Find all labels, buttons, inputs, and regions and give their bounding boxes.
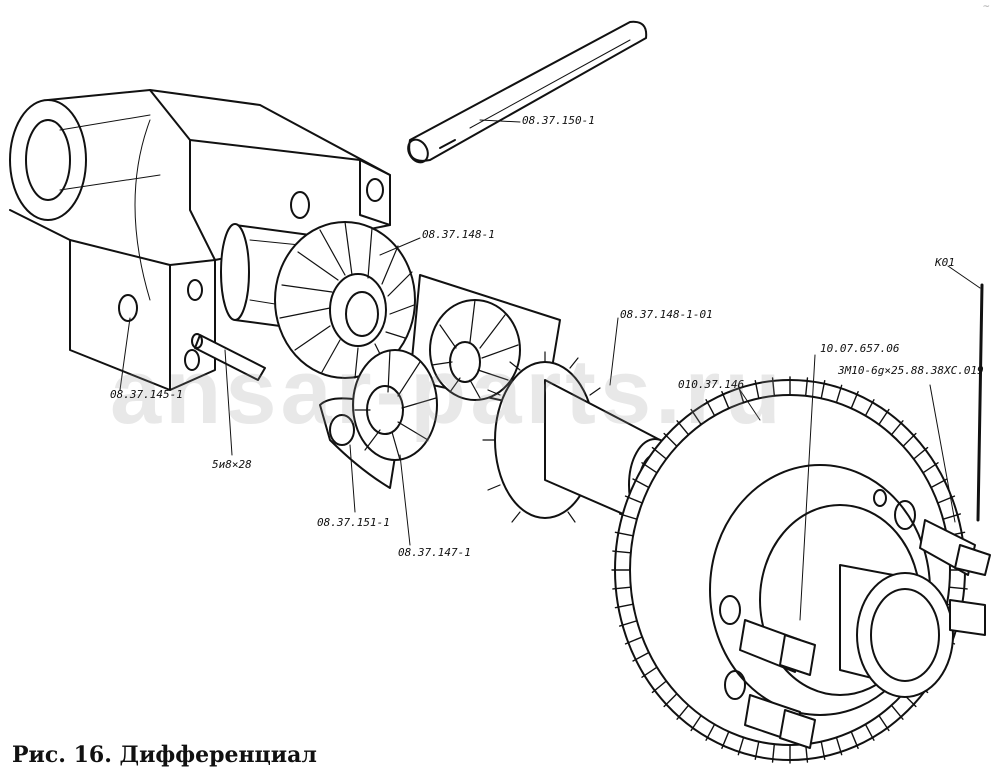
pin-drawing [407,20,648,164]
ring-gear-tooth [614,603,634,609]
ring-gear-tooth [641,462,658,474]
label-side-gear: 08.37.147-1 [398,546,471,559]
ring-gear-tooth [850,730,859,750]
label-housing: 08.37.145-1 [110,388,183,401]
satellite-gear-2-drawing [429,299,521,401]
ring-gear-tooth [942,513,962,520]
ring-gear-tooth [651,446,668,460]
label-pin: 08.37.150-1 [522,114,595,127]
ring-gear-tooth [721,730,730,750]
side-gear-drawing [352,349,438,461]
ring-gear-tooth [676,420,690,436]
ring-gear-tooth [690,408,702,426]
leader-lines [119,119,981,621]
ring-gear-tooth [676,704,690,720]
label-wire: К01 [935,256,955,269]
ring-gear-tooth [835,736,843,756]
label-ring-gear: 10.07.657.06 [820,342,900,355]
ring-gear-tooth [737,736,745,756]
ring-gear-tooth [864,723,875,741]
ring-gear-tooth [890,704,904,720]
small-pin-drawing [191,333,266,381]
ring-gear-tooth [721,390,730,410]
ring-gear-tooth [737,384,745,404]
corner-mark: ~ [982,2,990,12]
ring-gear-tooth [690,714,702,732]
ring-gear-tooth [618,620,638,627]
ring-gear-tooth [922,462,939,474]
ring-gear-tooth [771,743,776,763]
ring-gear-tooth [890,420,904,436]
ring-gear-tooth [612,550,632,554]
ring-gear-tooth [835,384,843,404]
ring-gear-tooth [663,432,678,447]
ring-gear-tooth [632,651,650,662]
ring-gear-tooth [651,680,668,694]
wire-drawing [976,283,984,522]
ring-gear-tooth [937,495,956,504]
ring-gear-tooth [618,513,638,520]
ring-gear-tooth [850,390,859,410]
ring-gear-tooth [820,740,826,760]
ring-gear-tooth [864,399,875,417]
ring-gear-tooth [705,399,716,417]
ring-gear-tooth [612,586,632,590]
ring-gear-tooth [641,666,658,678]
label-satellite-gear: 08.37.148-1 [422,228,495,241]
ring-gear-tooth [820,380,826,400]
label-satellite-gear-2: 08.37.148-1-01 [620,308,713,321]
ring-gear-tooth [878,714,890,732]
bolts-drawing [739,519,991,749]
ring-gear-tooth [624,495,643,504]
ring-gear-tooth [878,408,890,426]
ring-hub-drawing [839,564,954,698]
ring-gear-tooth [632,478,650,489]
ring-gear-tooth [930,478,948,489]
label-hub: 010.37.146 [678,378,745,391]
housing-drawing [9,89,391,391]
ring-gear-tooth [624,636,643,645]
ring-gear-tooth [948,586,968,590]
ring-gear-tooth [804,377,809,397]
satellite-gear-1-drawing [274,221,416,379]
ring-gear-tooth [912,446,929,460]
label-washer: 08.37.151-1 [317,516,390,529]
ring-gear-tooth [902,432,917,447]
ring-gear-tooth [754,740,760,760]
ring-gear-tooth [771,377,776,397]
ring-gear-tooth [754,380,760,400]
label-bolt: ЗМ10-6g×25.88.38ХС.019 [838,364,984,377]
watermark: ansar-parts.ru [110,341,785,443]
ring-gear-tooth [663,693,678,708]
figure-caption: Рис. 16. Дифференциал [12,742,317,768]
ring-gear-tooth [705,723,716,741]
label-small-pin: 5и8×28 [212,458,252,471]
ring-gear-tooth [614,531,634,537]
